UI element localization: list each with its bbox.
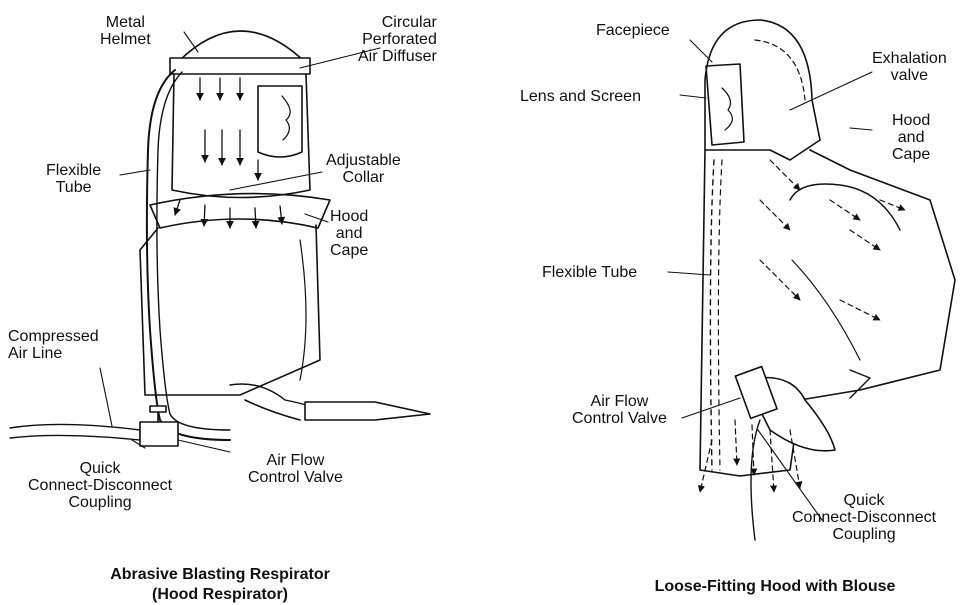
caption-right: Loose-Fitting Hood with Blouse — [600, 577, 950, 597]
label-quick-connect-left: Quick Connect-Disconnect Coupling — [28, 460, 172, 511]
label-exhalation-valve: Exhalation valve — [872, 50, 947, 84]
label-metal-helmet: Metal Helmet — [100, 14, 151, 48]
air-flow-valve-shape — [140, 422, 178, 446]
hood-shape — [172, 74, 310, 198]
right-flexible-tube — [710, 160, 714, 470]
label-air-flow-valve-right: Air Flow Control Valve — [572, 393, 667, 427]
label-flexible-tube-right: Flexible Tube — [542, 264, 637, 281]
label-compressed-air-line: Compressed Air Line — [8, 328, 99, 362]
caption-left: Abrasive Blasting Respirator (Hood Respi… — [60, 565, 380, 605]
blast-nozzle — [305, 402, 430, 420]
label-air-flow-valve-left: Air Flow Control Valve — [248, 452, 343, 486]
label-lens-and-screen: Lens and Screen — [520, 88, 641, 105]
compressed-air-line-shape — [10, 424, 140, 440]
label-adjustable-collar: Adjustable Collar — [326, 152, 401, 186]
label-hood-and-cape-left: Hood and Cape — [330, 208, 368, 259]
hood-outline — [705, 20, 820, 160]
label-flexible-tube-left: Flexible Tube — [46, 162, 101, 196]
cape-shape — [140, 225, 320, 395]
label-facepiece: Facepiece — [596, 22, 670, 39]
label-air-diffuser: Circular Perforated Air Diffuser — [358, 14, 437, 65]
flexible-tube-shape — [147, 70, 230, 440]
blouse-shape — [700, 150, 955, 476]
air-diffuser-band — [170, 58, 310, 74]
hood-window — [258, 86, 302, 157]
label-quick-connect-right: Quick Connect-Disconnect Coupling — [792, 492, 936, 543]
hood-blouse-drawing — [668, 20, 955, 540]
hood-airflow-arrows — [175, 78, 282, 228]
right-air-flow-valve-shape — [735, 367, 777, 419]
label-hood-and-cape-right: Hood and Cape — [892, 112, 930, 163]
